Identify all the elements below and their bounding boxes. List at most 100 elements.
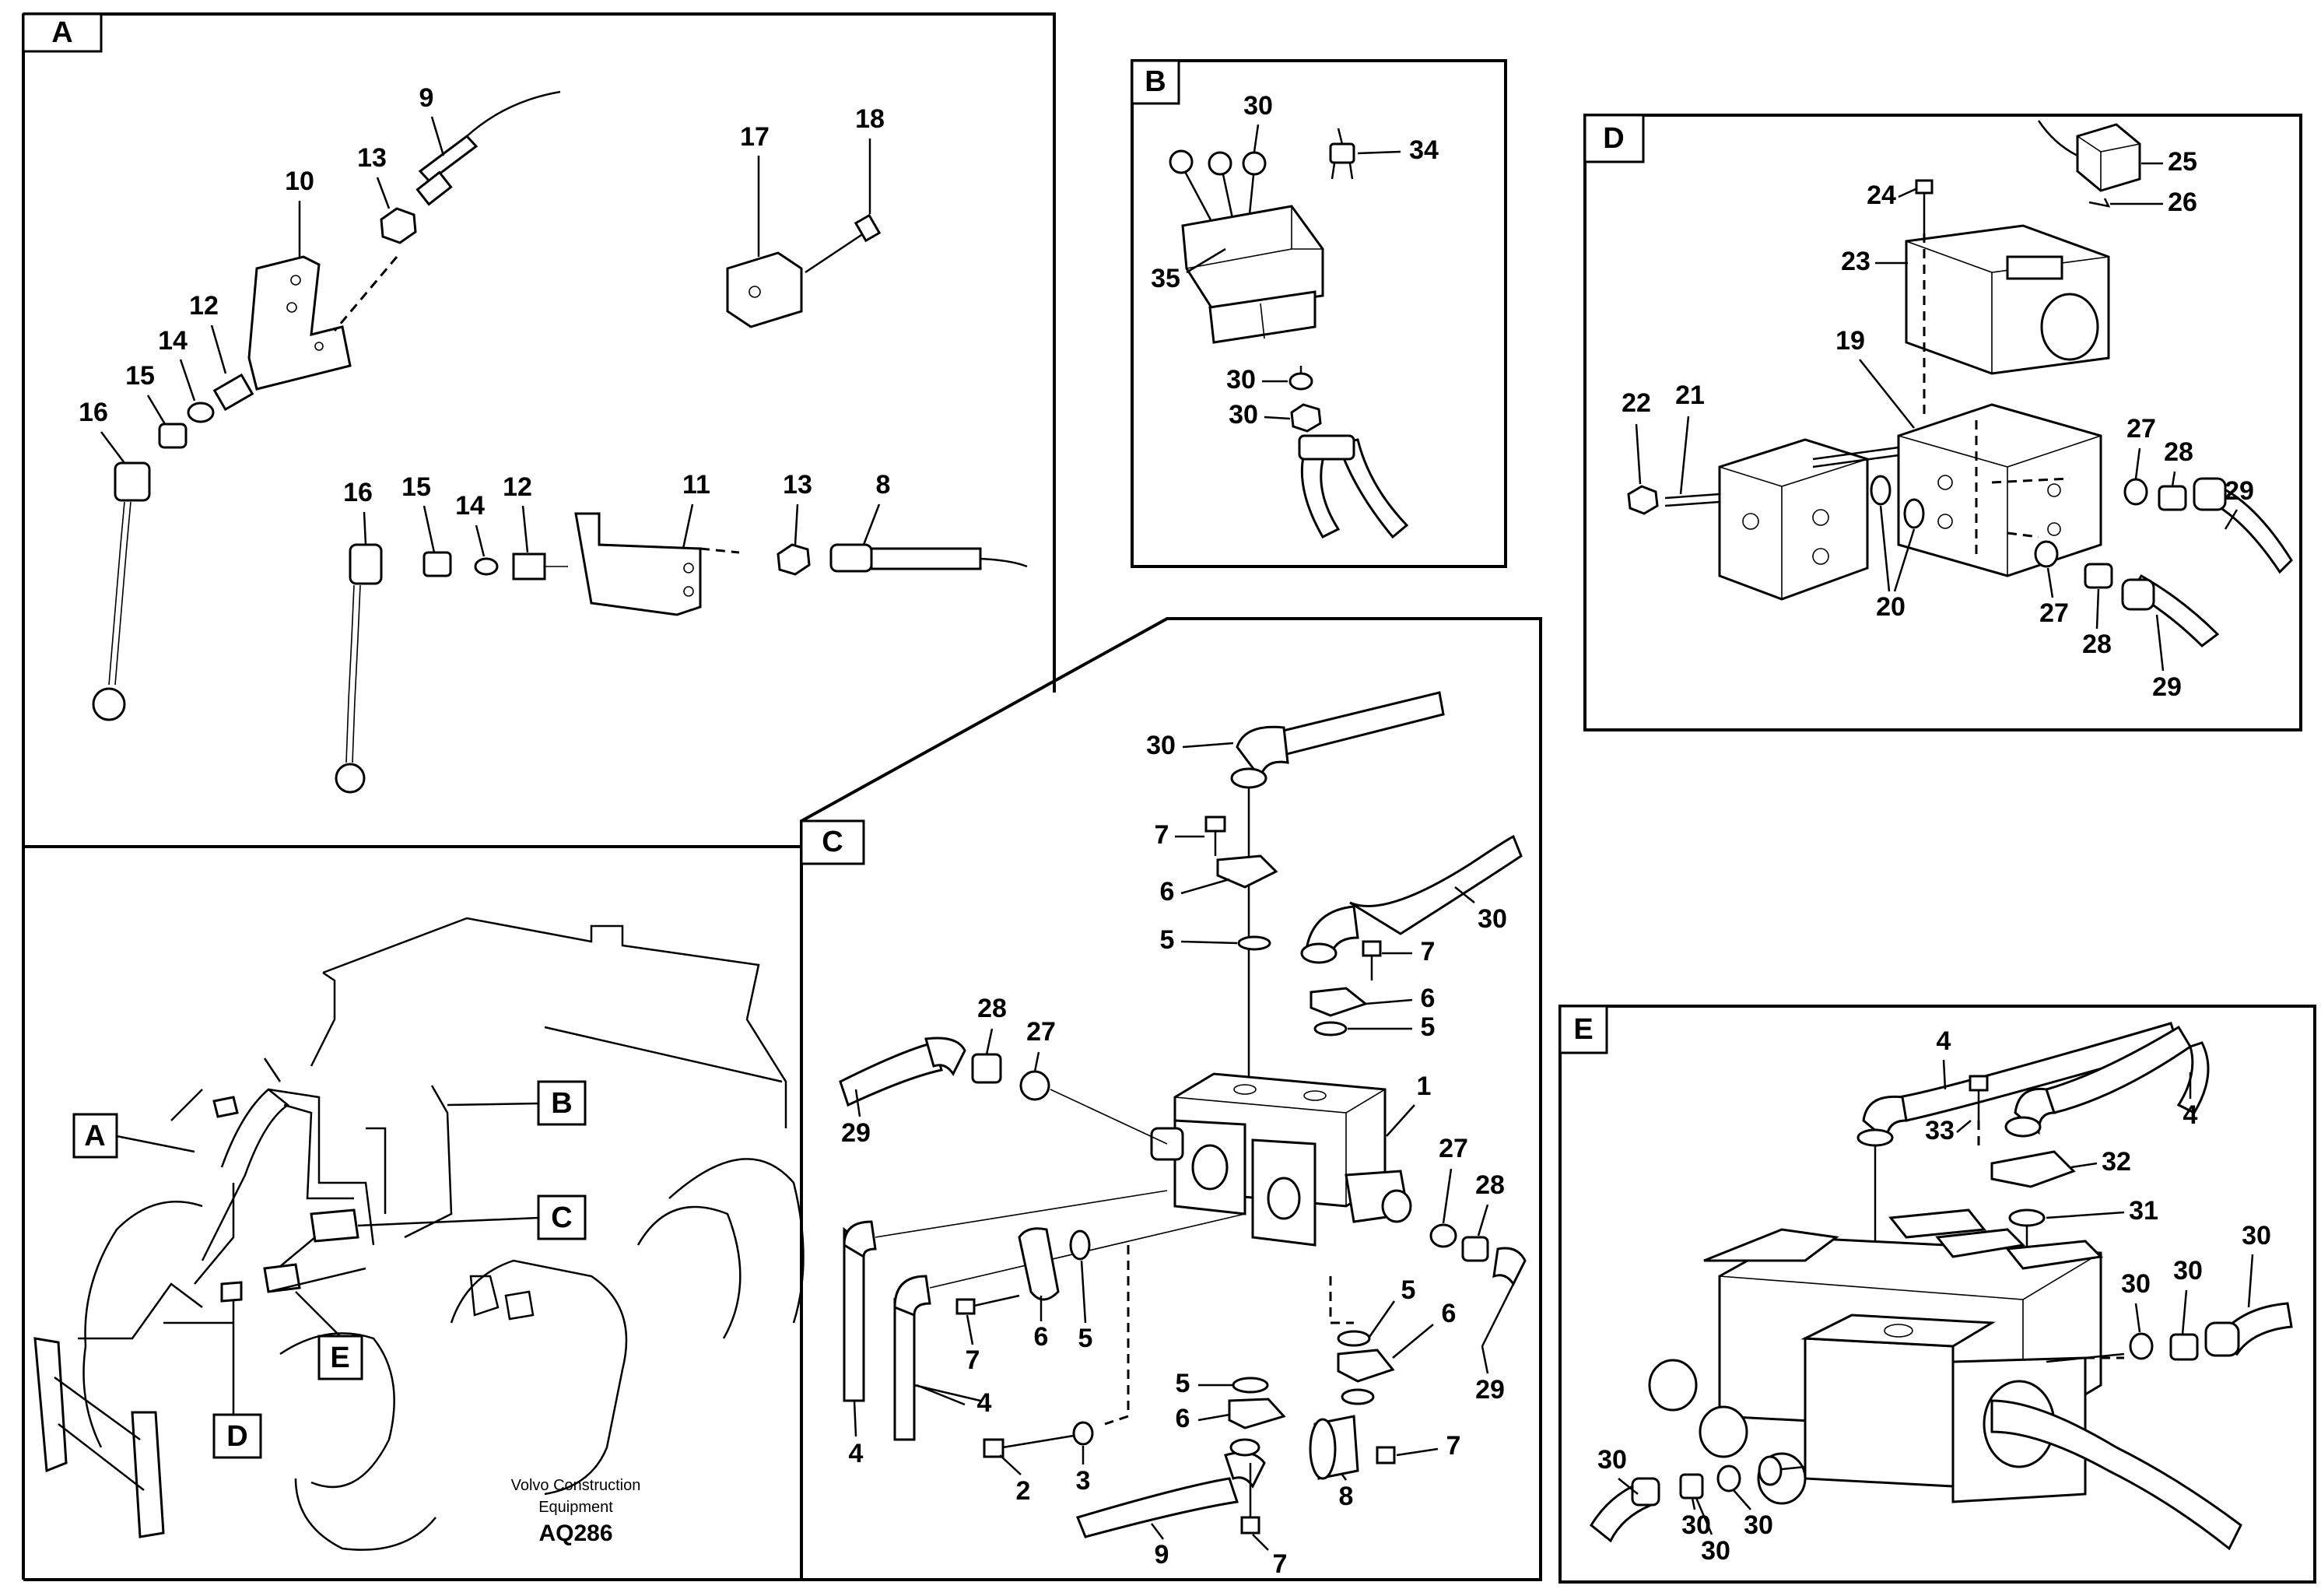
panel-d-tag: D <box>1603 122 1624 155</box>
callout: 5 <box>1401 1275 1416 1305</box>
panel-b-tag: B <box>1145 65 1166 98</box>
callout: 16 <box>343 478 373 507</box>
callout: 15 <box>401 472 431 502</box>
callout: 9 <box>419 83 434 113</box>
caption-code: AQ286 <box>538 1521 612 1546</box>
callout: 33 <box>1925 1116 1955 1145</box>
callout: 29 <box>841 1118 871 1148</box>
panel-d-drawing <box>1627 120 2293 647</box>
overview-labels: A B C E D <box>72 1080 587 1459</box>
callout: 27 <box>2126 414 2156 444</box>
callout: 4 <box>1937 1026 1951 1056</box>
callout: 28 <box>2164 437 2193 467</box>
callout: 10 <box>285 167 314 196</box>
callout: 1 <box>1417 1072 1432 1101</box>
panel-a-drawing <box>92 90 1028 794</box>
callout: 8 <box>876 470 891 500</box>
panel-e-tag: E <box>1573 1013 1593 1046</box>
callout: 22 <box>1622 388 1651 418</box>
panel-tags: A B C D E <box>22 12 1645 1054</box>
callout: 3 <box>1076 1466 1091 1496</box>
callout: 23 <box>1841 247 1870 276</box>
callout: 30 <box>1146 731 1176 760</box>
callout: 13 <box>783 470 812 500</box>
callout: 18 <box>855 104 885 134</box>
callout: 30 <box>1243 91 1273 121</box>
callout: 4 <box>977 1388 992 1418</box>
caption-line2: Equipment <box>538 1499 613 1516</box>
overview-label-c: C <box>551 1201 572 1234</box>
callout: 31 <box>2129 1196 2158 1226</box>
panel-a-callouts: 9 10 13 12 14 15 16 17 18 16 15 14 12 11… <box>79 83 891 557</box>
overview-label-d: D <box>226 1420 247 1453</box>
callout: 30 <box>1701 1536 1730 1566</box>
callout: 16 <box>79 398 108 427</box>
callout: 2 <box>1016 1476 1031 1506</box>
callout: 5 <box>1078 1324 1093 1353</box>
callout: 14 <box>158 326 188 356</box>
overview-label-a: A <box>84 1120 105 1152</box>
callout: 30 <box>2173 1256 2203 1286</box>
panel-e-drawing <box>1590 1022 2293 1551</box>
callout: 28 <box>977 994 1007 1023</box>
callout: 32 <box>2102 1147 2131 1177</box>
callout: 21 <box>1675 381 1705 410</box>
callout: 34 <box>1409 135 1439 165</box>
callout: 7 <box>1421 937 1436 966</box>
callout: 24 <box>1867 181 1896 210</box>
panel-c-tag: C <box>822 826 843 858</box>
callout: 5 <box>1176 1369 1190 1398</box>
callout: 30 <box>1681 1510 1711 1540</box>
callout: 7 <box>966 1345 980 1375</box>
callout: 4 <box>849 1439 864 1468</box>
callout: 30 <box>1597 1445 1627 1475</box>
callout: 28 <box>2082 630 2112 659</box>
callout: 30 <box>1229 400 1258 430</box>
caption: Volvo Construction Equipment AQ286 <box>511 1477 641 1546</box>
callout: 5 <box>1160 925 1175 955</box>
callout: 11 <box>682 470 710 500</box>
machine-overview <box>33 917 805 1551</box>
callout: 13 <box>357 143 387 173</box>
callout: 30 <box>2121 1269 2151 1299</box>
callout: 25 <box>2168 147 2197 177</box>
callout: 8 <box>1339 1482 1354 1511</box>
panel-b-drawing <box>1169 128 1409 539</box>
panel-c-drawing <box>839 691 1527 1538</box>
callout: 27 <box>1026 1017 1056 1047</box>
callout: 17 <box>740 122 770 152</box>
callout: 27 <box>1439 1134 1468 1163</box>
callout: 29 <box>2152 672 2182 702</box>
callout: 30 <box>2242 1221 2271 1250</box>
panel-c-callouts: 30 7 6 5 30 7 6 5 28 27 1 29 27 28 5 6 2… <box>841 731 1507 1579</box>
caption-line1: Volvo Construction <box>511 1477 641 1494</box>
overview-label-e: E <box>330 1342 349 1374</box>
callout: 5 <box>1421 1012 1436 1042</box>
callout: 12 <box>189 291 219 321</box>
overview-label-b: B <box>551 1087 572 1120</box>
callout: 14 <box>455 491 485 521</box>
panel-d-callouts: 25 24 26 23 19 22 21 27 28 29 20 27 28 2… <box>1622 147 2254 702</box>
callout: 35 <box>1151 264 1180 293</box>
callout: 6 <box>1034 1322 1049 1352</box>
callout: 30 <box>1744 1510 1773 1540</box>
callout: 4 <box>2183 1100 2198 1130</box>
callout: 28 <box>1475 1170 1505 1200</box>
callout: 6 <box>1176 1404 1190 1433</box>
panel-frames <box>22 12 2316 1584</box>
callout: 7 <box>1155 820 1169 850</box>
callout: 20 <box>1876 592 1906 622</box>
callout: 6 <box>1421 984 1436 1013</box>
callout: 29 <box>1475 1375 1505 1405</box>
callout: 27 <box>2039 598 2069 628</box>
callout: 30 <box>1478 904 1507 934</box>
callout: 7 <box>1446 1431 1461 1461</box>
callout: 26 <box>2168 188 2197 217</box>
callout: 19 <box>1835 326 1865 356</box>
callout: 30 <box>1226 365 1256 395</box>
callout: 9 <box>1155 1540 1169 1570</box>
panel-a-tag: A <box>51 16 72 49</box>
callout: 7 <box>1273 1549 1288 1579</box>
callout: 29 <box>2225 476 2254 506</box>
